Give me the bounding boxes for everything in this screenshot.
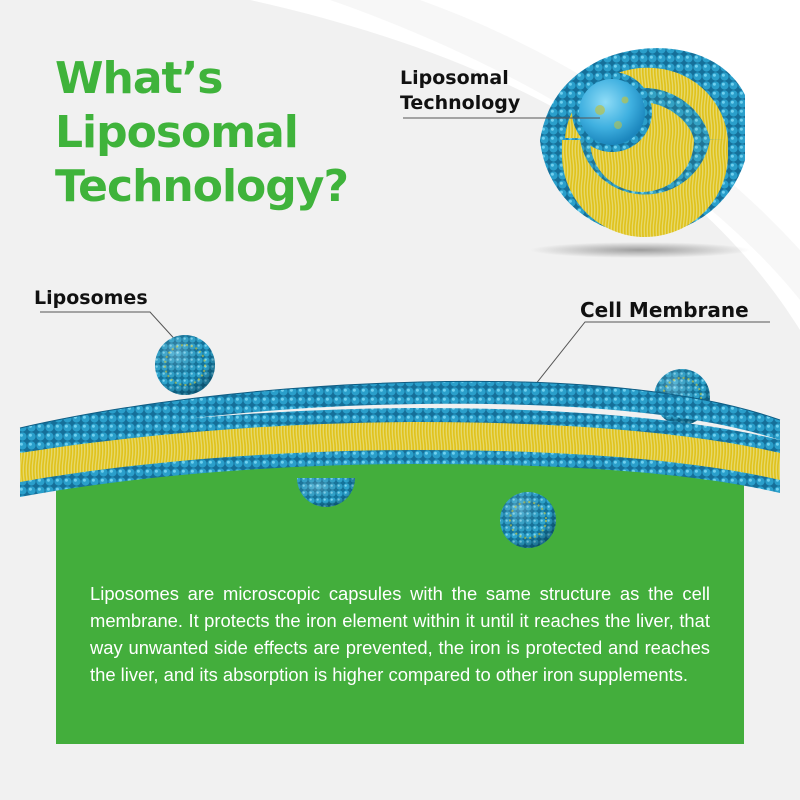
description-panel [56,460,744,744]
label-liposomes: Liposomes [34,287,148,309]
liposome-cross-section-icon [530,48,750,258]
cell-membrane-bilayer-icon [19,380,781,497]
label-liposomal-technology: Liposomal Technology [400,66,520,116]
label-liposomal-technology-line-2: Technology [400,92,521,114]
leader-line-cell-membrane [534,321,770,386]
liposome-sphere-icon [297,478,355,507]
leader-lines [40,117,770,386]
title-line-2: Liposomal [55,107,299,158]
liposome-sphere-icon [500,492,556,548]
title-line-3: Technology? [55,161,349,212]
page-title: What’s Liposomal Technology? [55,52,349,214]
description-text: Liposomes are microscopic capsules with … [90,583,710,685]
leader-line-liposomes [40,311,181,346]
title-line-1: What’s [55,53,223,104]
label-liposomal-technology-line-1: Liposomal [400,67,509,89]
label-cell-membrane: Cell Membrane [580,298,749,322]
liposome-sphere-icon [155,335,215,395]
